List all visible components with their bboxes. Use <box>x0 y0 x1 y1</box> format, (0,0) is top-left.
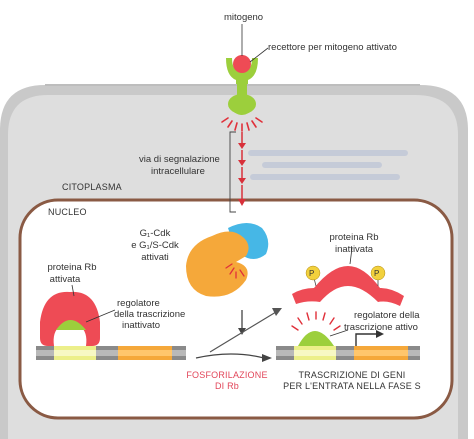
phosphate-label-left: P <box>309 269 315 278</box>
reg-inactive-label-2: della trascrizione <box>114 309 186 320</box>
signaling-arrowheads <box>238 143 246 206</box>
dna-left <box>36 346 186 360</box>
phosphorylation-arrowhead <box>262 354 272 362</box>
nucleus-label: NUCLEO <box>48 207 87 217</box>
center-arrowhead <box>238 328 246 335</box>
phosphorylation-label-1: FOSFORILAZIONE <box>186 370 268 380</box>
regulator-activation-rays <box>291 311 341 331</box>
nucleus <box>18 198 454 420</box>
phosphorylation-arrow <box>195 353 265 359</box>
reg-inactive-label-1: regolatore <box>117 298 160 309</box>
rb-inactive-label-1: proteina Rb <box>329 232 379 243</box>
transcription-arrowhead <box>376 330 384 338</box>
ghost-text <box>248 150 408 180</box>
activation-rays-receptor <box>221 117 263 132</box>
release-arrowhead <box>272 308 282 316</box>
signaling-label-1: via di segnalazione <box>139 154 220 165</box>
rb-inactive-pointer <box>349 247 353 265</box>
dna-right <box>276 346 420 360</box>
rb-inactive <box>292 266 404 306</box>
phosphate-right <box>370 265 386 286</box>
signaling-bracket <box>229 131 236 213</box>
transcription-label-1: TRASCRIZIONE DI GENI <box>298 370 406 380</box>
rb-active-label-1: proteina Rb <box>47 262 97 273</box>
phosphorylation-label-2: DI Rb <box>214 381 239 391</box>
cdk-label-3: attivati <box>141 252 169 263</box>
rb-active-pointer <box>71 284 75 297</box>
cdk-label-1: G₁-Cdk <box>139 228 171 239</box>
reg-active-pointer <box>329 329 349 337</box>
cdk-label-2: e G₁/S-Cdk <box>131 240 179 251</box>
transcription-arrow <box>355 333 378 346</box>
rb-active-label-2: attivata <box>49 274 81 285</box>
reg-active-label-2: trascrizione attivo <box>344 322 418 333</box>
cytoplasm-label: CITOPLASMA <box>62 182 122 192</box>
cdk-complex <box>186 223 269 297</box>
active-regulator <box>298 331 334 346</box>
release-arrow <box>209 311 277 353</box>
rb-inactive-label-2: inattivata <box>334 244 374 255</box>
receptor-label: recettore per mitogeno attivato <box>268 42 397 53</box>
mitogen-label: mitogeno <box>224 12 264 23</box>
reg-inactive-pointer <box>85 309 116 323</box>
rb-active-complex <box>40 291 100 346</box>
mitogen <box>233 55 251 73</box>
phosphate-label-right: P <box>374 269 380 278</box>
signaling-label-2: intracellulare <box>151 166 205 177</box>
reg-inactive-label-3: inattivato <box>122 320 161 331</box>
phosphate-left <box>305 265 321 287</box>
mitogen-receptor <box>226 55 258 115</box>
receptor-pointer <box>249 47 269 63</box>
reg-active-label-1: regolatore della <box>354 310 420 321</box>
cdk-activation-rays <box>225 263 245 279</box>
transcription-label-2: PER L'ENTRATA NELLA FASE S <box>283 381 421 391</box>
